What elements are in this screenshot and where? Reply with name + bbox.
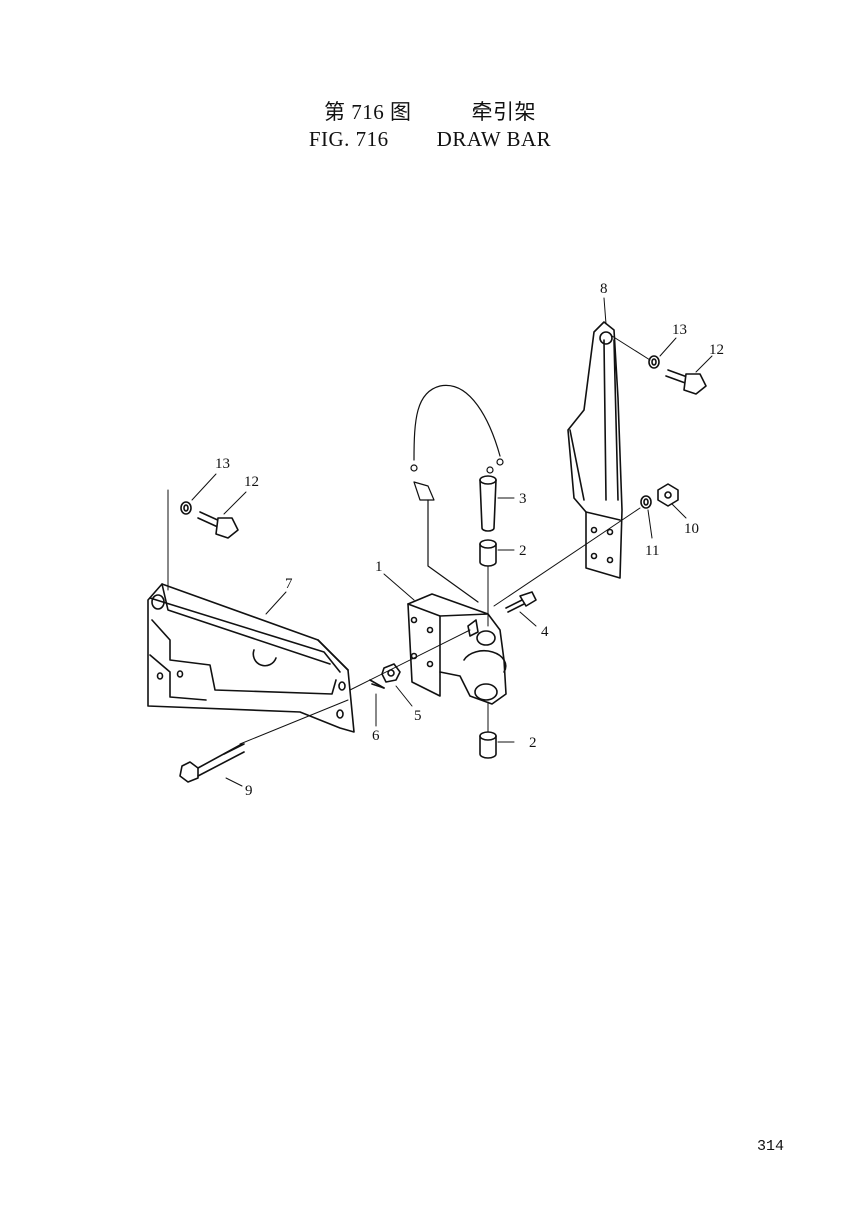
callout-3: 3 (519, 491, 527, 507)
figure-number-cn: 第 716 图 (324, 100, 412, 124)
assembly-lines (167, 335, 651, 745)
page-number: 314 (756, 1138, 784, 1155)
callout-5: 5 (414, 708, 422, 724)
callout-labels: 1 2 2 3 4 5 6 7 8 9 10 11 12 12 13 13 (215, 281, 724, 799)
callout-10: 10 (684, 521, 699, 537)
bolt-part-4 (505, 591, 537, 613)
washer-part-13-left (180, 501, 192, 515)
hitch-pin-part-3 (479, 475, 497, 532)
washer-part-11 (640, 495, 652, 509)
callout-9: 9 (245, 783, 253, 799)
figure-title-cn: 第 716 图 牵引架 (0, 96, 860, 126)
callout-2-upper: 2 (519, 543, 527, 559)
bolt-part-12-left (197, 511, 239, 539)
leader-lines (191, 297, 713, 787)
part-name-en: DRAW BAR (436, 127, 552, 151)
washer-part-13-right (648, 355, 660, 369)
callout-7: 7 (285, 576, 293, 592)
callout-13-right: 13 (672, 322, 687, 338)
right-bracket-part-8 (567, 321, 623, 579)
bushing-part-2-lower (479, 731, 497, 759)
callout-12-right: 12 (709, 342, 724, 358)
long-bolt-part-9 (179, 743, 245, 783)
left-bracket-part-7 (147, 583, 355, 733)
cotter-pin-part-6 (369, 679, 385, 689)
callout-2-lower: 2 (529, 735, 537, 751)
chain-assembly (410, 384, 504, 603)
figure-number-en: FIG. 716 (308, 127, 389, 151)
figure-title-en: FIG. 716 DRAW BAR (0, 127, 860, 152)
callout-1: 1 (375, 559, 383, 575)
part-name-cn: 牵引架 (471, 100, 536, 124)
bolt-part-12-right (665, 369, 707, 395)
bushing-part-2-upper (479, 539, 497, 567)
nut-part-10 (657, 483, 679, 507)
callout-12-left: 12 (244, 474, 259, 490)
callout-13-left: 13 (215, 456, 230, 472)
callout-8: 8 (600, 281, 608, 297)
callout-11: 11 (645, 543, 659, 559)
drawbar-hitch-part-1 (407, 593, 507, 705)
callout-4: 4 (541, 624, 549, 640)
callout-6: 6 (372, 728, 380, 744)
